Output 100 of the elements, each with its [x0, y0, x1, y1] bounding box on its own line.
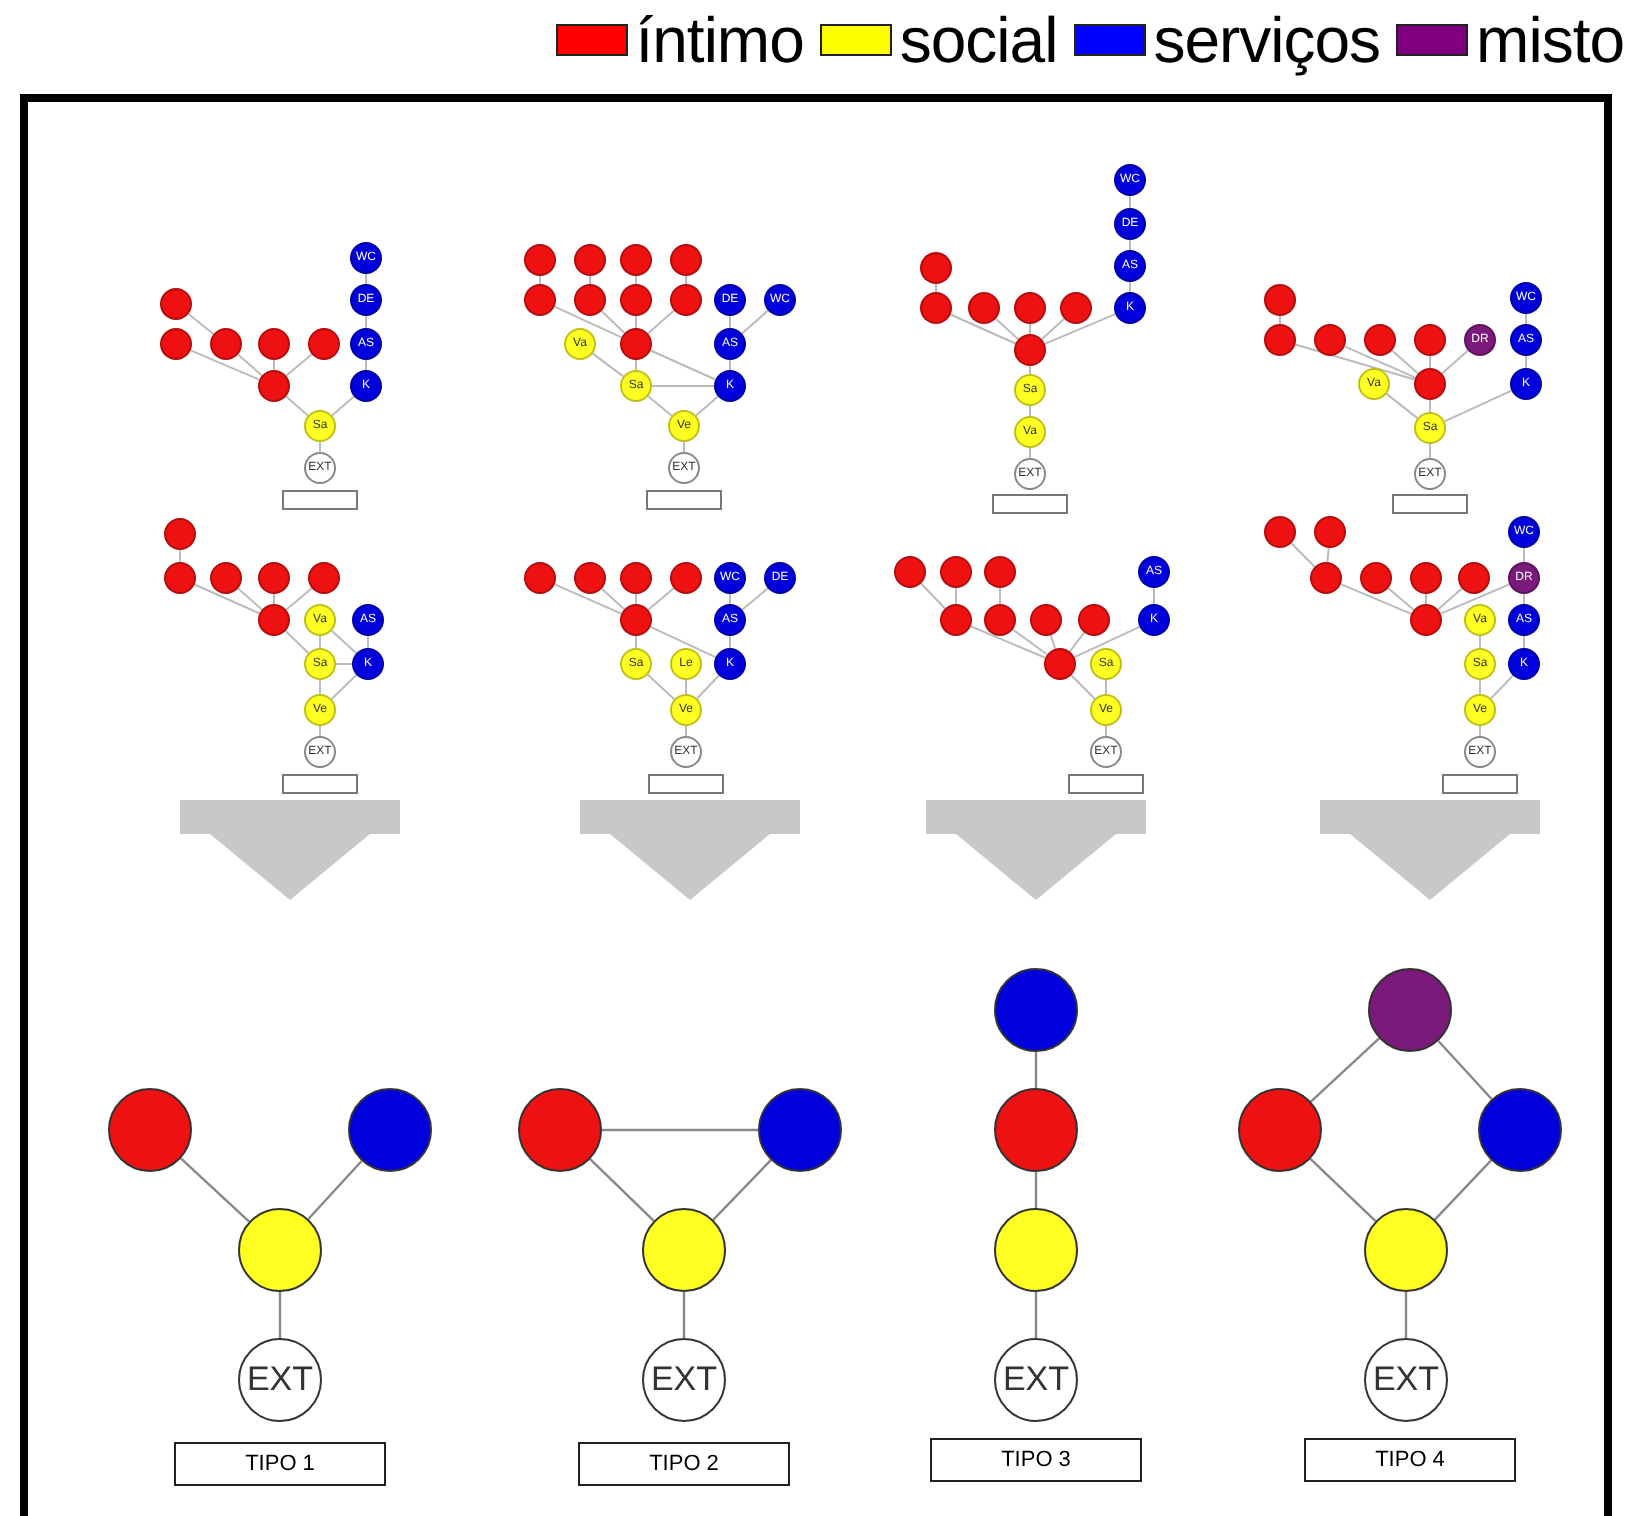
connector-line: [1439, 583, 1511, 615]
room-node: [308, 562, 340, 594]
connector-line: [600, 587, 626, 611]
exit-node: EXT: [994, 1338, 1078, 1422]
room-node: [524, 284, 556, 316]
connector-line: [1437, 587, 1463, 611]
connector-line: [1490, 674, 1514, 700]
room-node: [940, 604, 972, 636]
connector-line: [1309, 1158, 1377, 1222]
connector-line: [1525, 313, 1527, 325]
room-node: [258, 562, 290, 594]
connector-line: [553, 583, 623, 615]
connector-line: [1429, 355, 1431, 369]
type-label: TIPO 4: [1304, 1438, 1516, 1482]
connector-line: [285, 587, 313, 611]
connector-line: [729, 635, 731, 649]
room-node: [1044, 648, 1076, 680]
connector-line: [712, 1159, 772, 1221]
connector-line: [365, 315, 367, 329]
room-node: [1238, 1088, 1322, 1172]
exit-node: EXT: [238, 1338, 322, 1422]
room-node: [994, 1208, 1078, 1292]
room-node: [620, 328, 652, 360]
caption-box: [1442, 774, 1518, 794]
connector-line: [589, 1158, 655, 1222]
connector-line: [646, 673, 676, 701]
connector-line: [319, 725, 321, 737]
connector-line: [1391, 349, 1419, 375]
connector-line: [1279, 315, 1281, 325]
connector-line: [994, 317, 1020, 341]
connector-line: [1523, 635, 1525, 649]
room-node: [1078, 604, 1110, 636]
connector-line: [591, 352, 625, 378]
room-node: [670, 244, 702, 276]
connector-line: [1294, 343, 1416, 381]
connector-line: [284, 630, 310, 654]
connector-line: [1068, 631, 1086, 653]
connector-line: [1525, 355, 1527, 369]
legend-label: serviços: [1153, 2, 1381, 80]
room-node: [164, 562, 196, 594]
connector-line: [647, 587, 675, 611]
room-node: [642, 1208, 726, 1292]
room-node: [160, 288, 192, 320]
room-node: [1360, 562, 1392, 594]
connector-line: [729, 593, 731, 605]
room-node: [1014, 292, 1046, 324]
caption-box: [646, 490, 722, 510]
connector-line: [187, 313, 215, 335]
room-node: [994, 968, 1078, 1052]
connector-line: [1105, 725, 1107, 737]
connector-line: [696, 674, 720, 700]
room-node: [920, 252, 952, 284]
connector-line: [237, 353, 263, 377]
connector-line: [1443, 389, 1513, 423]
room-node: [920, 292, 952, 324]
connector-line: [1040, 317, 1066, 341]
connector-line: [1343, 345, 1417, 379]
connector-line: [1404, 1292, 1408, 1338]
connector-line: [649, 625, 717, 659]
connector-line: [1429, 443, 1431, 459]
legend-label: social: [899, 2, 1058, 80]
connector-line: [180, 1157, 250, 1223]
room-node: [210, 562, 242, 594]
connector-line: [278, 1292, 282, 1338]
room-node: [1014, 334, 1046, 366]
room-node: [670, 562, 702, 594]
connector-line: [600, 310, 626, 334]
connector-line: [685, 275, 687, 285]
connector-line: [330, 629, 358, 655]
caption-box: [1068, 774, 1144, 794]
room-node: [758, 1088, 842, 1172]
type-label: TIPO 1: [174, 1442, 386, 1486]
legend-label: íntimo: [635, 2, 804, 80]
room-node: [258, 604, 290, 636]
caption-box: [648, 774, 724, 794]
room-node: [1410, 562, 1442, 594]
caption-box: [1392, 494, 1468, 514]
connector-line: [1129, 195, 1131, 209]
connector-line: [367, 635, 369, 649]
connector-line: [685, 679, 687, 695]
connector-line: [1290, 542, 1316, 568]
room-node: [1060, 292, 1092, 324]
connector-line: [330, 674, 358, 700]
connector-line: [1437, 1040, 1493, 1100]
connector-line: [1479, 725, 1481, 737]
room-node: [984, 556, 1016, 588]
connector-line: [649, 349, 717, 381]
room-node: [1368, 968, 1452, 1052]
room-node: [984, 604, 1016, 636]
connector-line: [1073, 625, 1141, 659]
connector-line: [365, 359, 367, 371]
connector-line: [1029, 323, 1031, 335]
room-node: [1410, 604, 1442, 636]
connector-line: [1523, 593, 1525, 605]
room-node: [1414, 368, 1446, 400]
connector-line: [683, 441, 685, 453]
connector-line: [1029, 365, 1031, 375]
room-node: [108, 1088, 192, 1172]
caption-box: [282, 774, 358, 794]
room-node: [1364, 324, 1396, 356]
